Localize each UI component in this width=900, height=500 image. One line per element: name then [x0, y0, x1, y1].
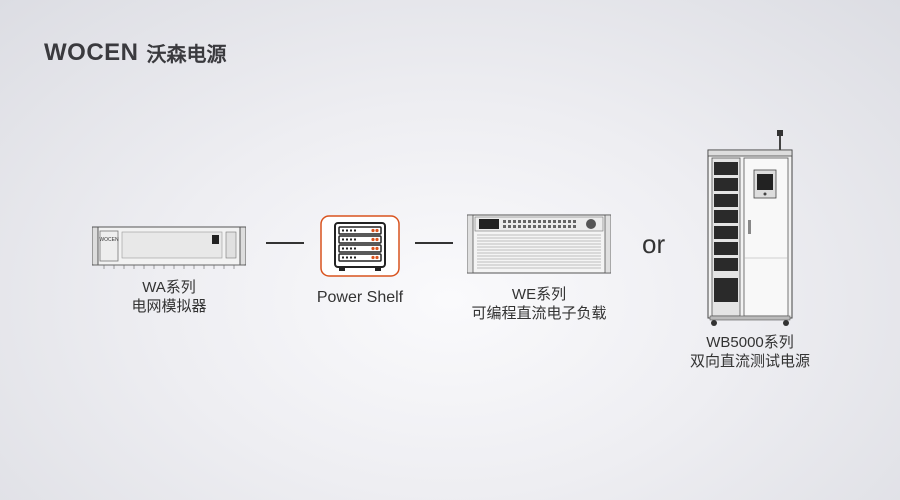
connector-line-2	[415, 242, 453, 244]
wa-grid-simulator-image: WOCEN	[92, 226, 246, 269]
connector-line-1	[266, 242, 304, 244]
wa-label: WA系列 电网模拟器	[99, 278, 239, 316]
power-shelf-icon	[320, 215, 400, 277]
or-text: or	[642, 229, 666, 259]
logo-text: WOCEN	[44, 38, 139, 66]
logo-cn: 沃森电源	[146, 44, 227, 66]
power-shelf-name: Power Shelf	[316, 289, 404, 306]
brand-logo: WOCEN 沃森电源	[44, 38, 227, 67]
wb5000-cabinet-image	[707, 130, 793, 326]
wb-label: WB5000系列 双向直流测试电源	[670, 333, 830, 371]
wb-series-name: WB5000系列	[706, 334, 794, 351]
power-shelf-label: Power Shelf	[300, 288, 420, 307]
wb-description: 双向直流测试电源	[689, 353, 810, 370]
wa-series-name: WA系列	[142, 279, 196, 296]
we-label: WE系列 可编程直流电子负载	[459, 285, 619, 323]
wa-description: 电网模拟器	[131, 298, 207, 315]
wa-panel-text: WOCEN	[99, 237, 119, 243]
we-description: 可编程直流电子负载	[471, 305, 607, 322]
we-electronic-load-image	[467, 214, 611, 274]
we-series-name: WE系列	[511, 286, 567, 303]
